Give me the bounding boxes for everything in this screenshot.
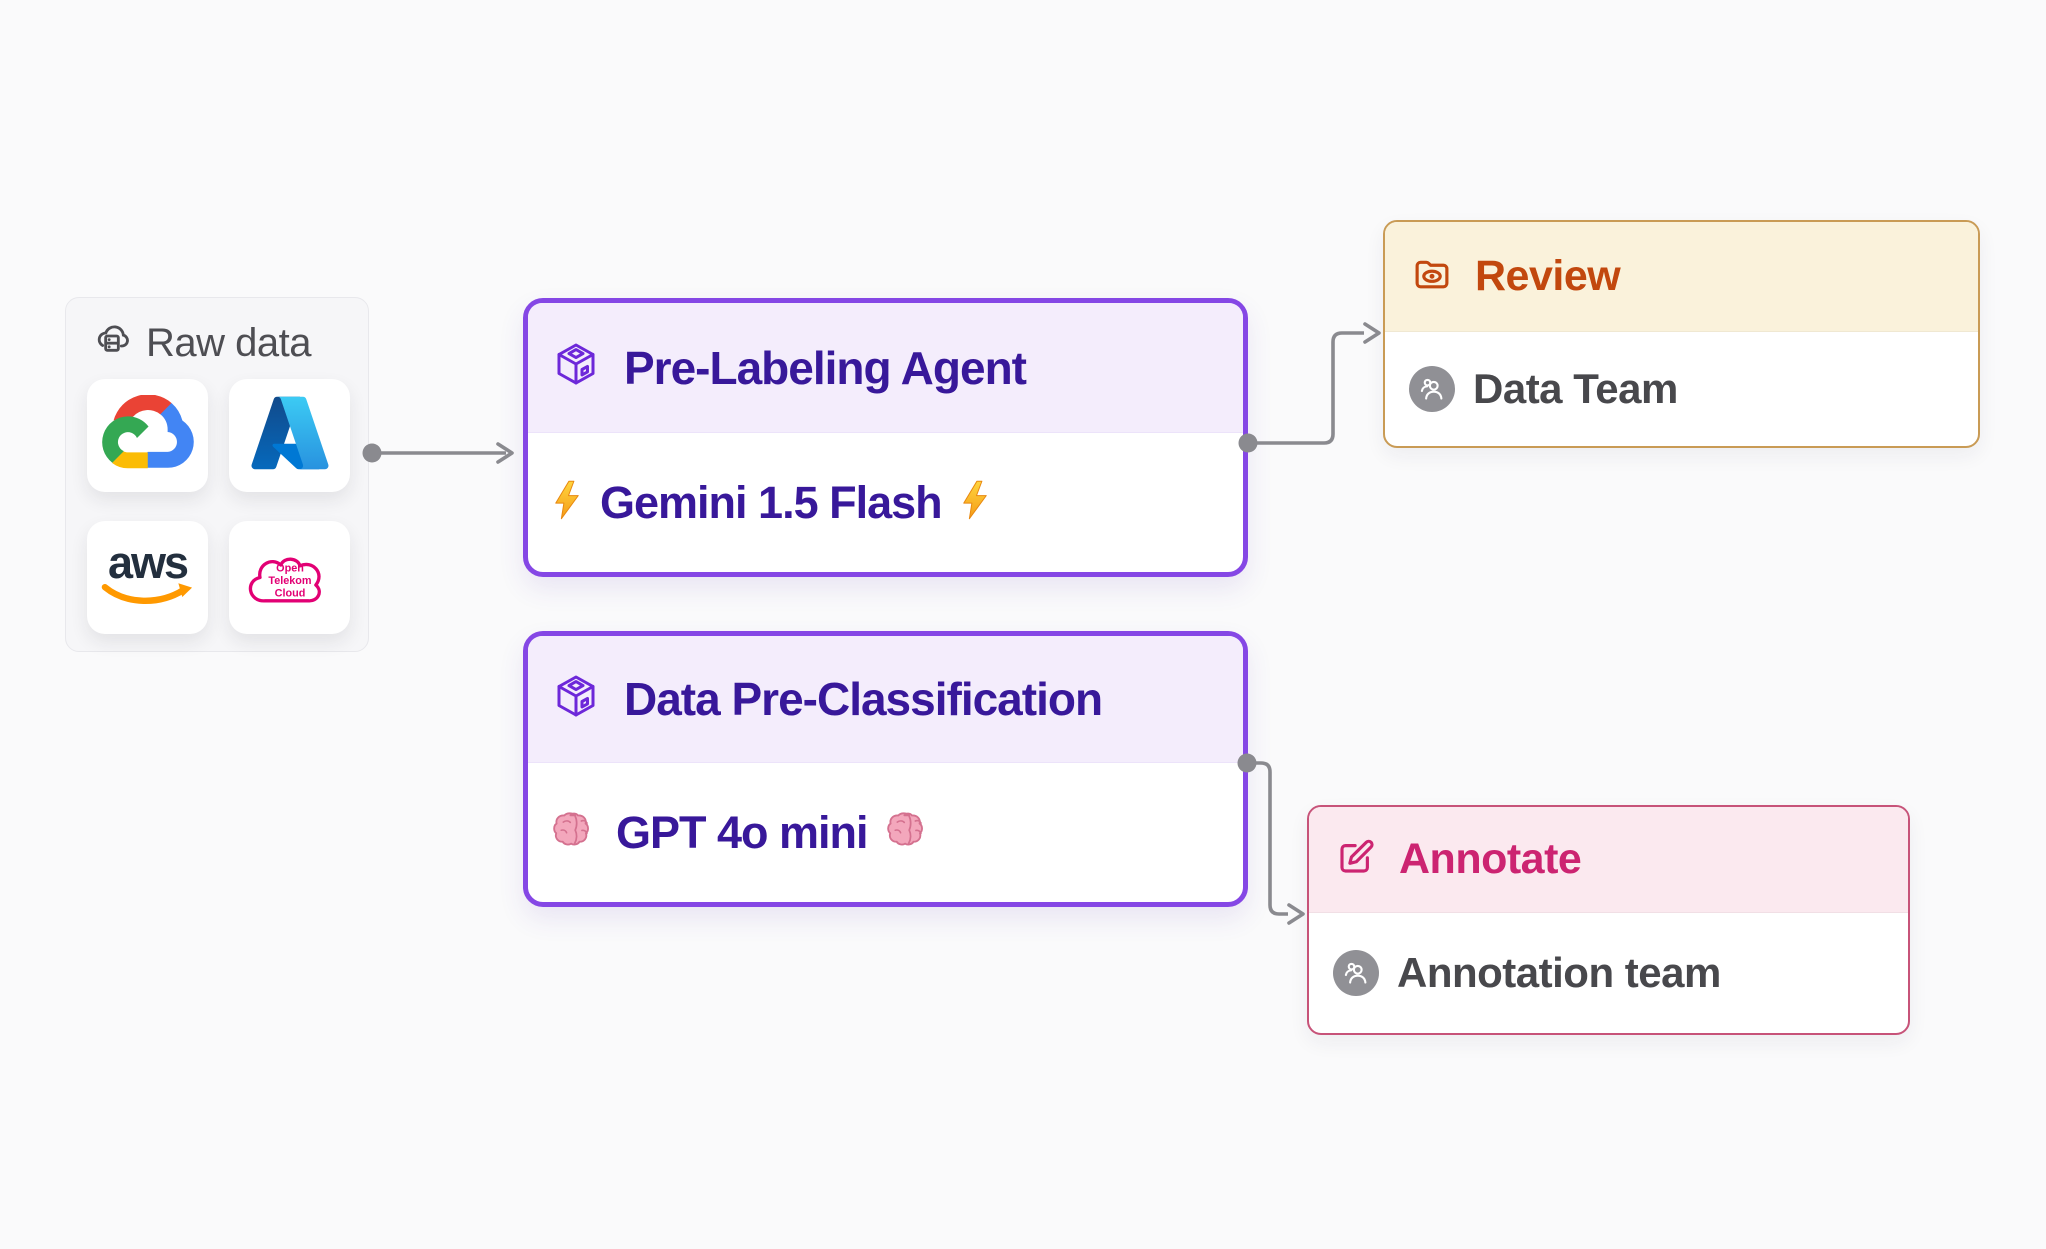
node-header: Pre-Labeling Agent bbox=[528, 303, 1243, 433]
provider-tile-open-telekom-cloud[interactable]: Open Telekom Cloud bbox=[229, 521, 350, 634]
node-title: Data Pre-Classification bbox=[624, 673, 1103, 725]
arrowhead bbox=[1363, 322, 1381, 344]
arrowhead bbox=[496, 442, 514, 464]
provider-tile-google-cloud[interactable] bbox=[87, 379, 208, 492]
arrowhead bbox=[1287, 903, 1305, 925]
azure-logo bbox=[248, 391, 332, 480]
google-cloud-logo bbox=[101, 394, 194, 476]
node-header: Annotate bbox=[1309, 807, 1908, 913]
node-title: Review bbox=[1475, 252, 1621, 300]
brain-icon bbox=[886, 810, 932, 855]
team-label: Data Team bbox=[1473, 365, 1678, 412]
model-label: GPT 4o mini bbox=[616, 806, 869, 858]
otc-line-3: Cloud bbox=[274, 588, 305, 600]
team-label: Annotation team bbox=[1397, 949, 1721, 996]
raw-data-header: Raw data bbox=[66, 298, 368, 365]
node-pre-labeling-agent[interactable]: Pre-Labeling Agent Gemini 1.5 Flash bbox=[523, 298, 1248, 577]
raw-data-panel: Raw data bbox=[65, 297, 369, 652]
node-title: Annotate bbox=[1399, 835, 1582, 883]
cloud-server-icon bbox=[92, 320, 132, 365]
provider-tile-azure[interactable] bbox=[229, 379, 350, 492]
provider-tile-aws[interactable]: aws bbox=[87, 521, 208, 634]
edit-square-icon bbox=[1335, 836, 1377, 883]
folder-eye-icon bbox=[1411, 253, 1453, 300]
brain-icon bbox=[552, 810, 598, 855]
node-body: Gemini 1.5 Flash bbox=[528, 433, 1243, 572]
lightning-bolt-icon bbox=[960, 479, 990, 526]
node-header: Data Pre-Classification bbox=[528, 636, 1243, 763]
edge-prelabeling-to-review bbox=[1257, 331, 1364, 445]
aws-smile-icon bbox=[101, 581, 195, 616]
cube-icon bbox=[552, 341, 600, 394]
aws-logo: aws bbox=[107, 537, 189, 588]
otc-line-2: Telekom bbox=[268, 575, 311, 587]
node-data-pre-classification[interactable]: Data Pre-Classification GPT 4o mini bbox=[523, 631, 1248, 907]
node-annotate[interactable]: Annotate Annotation team bbox=[1307, 805, 1910, 1035]
cube-icon bbox=[552, 673, 600, 726]
provider-tiles: aws Open Telekom Cloud bbox=[66, 365, 368, 634]
node-title: Pre-Labeling Agent bbox=[624, 341, 1027, 394]
node-body: Data Team bbox=[1385, 332, 1978, 446]
model-label: Gemini 1.5 Flash bbox=[600, 476, 943, 528]
lightning-bolt-icon bbox=[552, 479, 582, 526]
avatar bbox=[1409, 366, 1455, 412]
open-telekom-cloud-logo: Open Telekom Cloud bbox=[240, 534, 340, 621]
node-body: GPT 4o mini bbox=[528, 763, 1243, 902]
raw-data-label: Raw data bbox=[146, 320, 311, 365]
otc-line-1: Open bbox=[276, 563, 304, 575]
node-header: Review bbox=[1385, 222, 1978, 332]
avatar bbox=[1333, 950, 1379, 996]
node-body: Annotation team bbox=[1309, 913, 1908, 1033]
node-review[interactable]: Review Data Team bbox=[1383, 220, 1980, 448]
edge-preclassification-to-annotate bbox=[1256, 761, 1288, 916]
